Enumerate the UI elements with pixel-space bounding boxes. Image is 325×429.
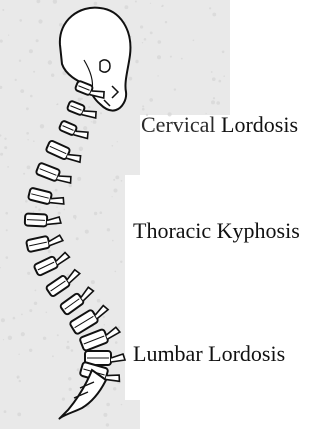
cervical-lordosis-label: Cervical Lordosis: [141, 112, 298, 138]
lordosis-word: Lordosis: [208, 341, 285, 366]
thoracic-kyphosis-label: Thoracic Kyphosis: [133, 218, 300, 244]
lumbar-word: Lumbar: [133, 341, 203, 366]
cervical-word: Cervical: [141, 112, 216, 137]
kyphosis-word: Kyphosis: [217, 218, 300, 243]
lumbar-lordosis-label: Lumbar Lordosis: [133, 341, 285, 367]
thoracic-word: Thoracic: [133, 218, 211, 243]
lordosis-word: Lordosis: [221, 112, 298, 137]
